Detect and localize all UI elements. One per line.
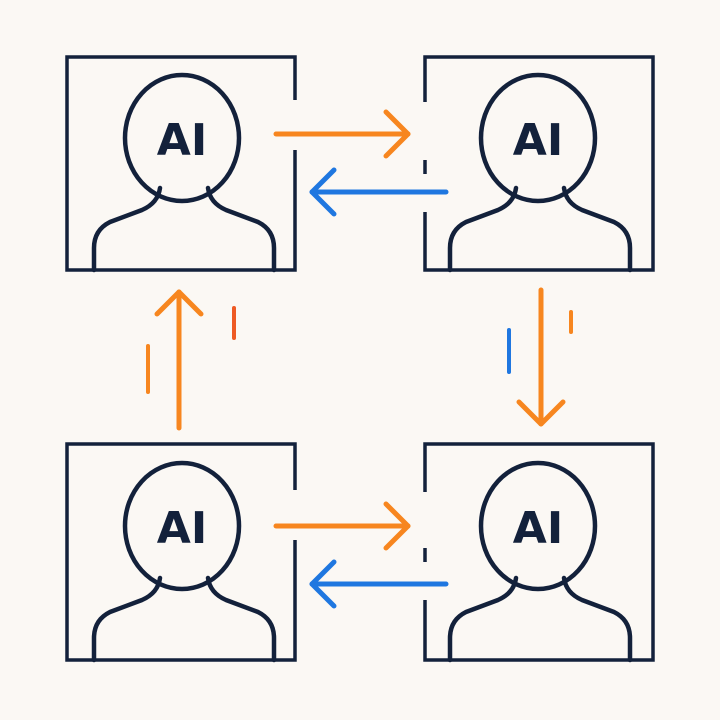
arrow-left-icon (309, 167, 449, 217)
agent-label: AI (513, 115, 563, 166)
arrow-down-icon (516, 287, 566, 427)
agent-frame (65, 442, 297, 662)
arrow-right-icon (273, 109, 411, 159)
agent-label: AI (157, 503, 207, 554)
arrow-up-icon (154, 289, 204, 431)
agent-frame (423, 55, 655, 272)
arrow-right-icon (273, 501, 411, 551)
person-silhouette-icon (91, 72, 277, 273)
arrow-left-icon (309, 559, 449, 609)
agent-frame (65, 55, 297, 272)
agent-bottom-left: AI (65, 442, 297, 663)
agent-bottom-right: AI (423, 442, 655, 663)
agent-label: AI (157, 115, 207, 166)
agent-frame (423, 442, 655, 662)
agent-top-left: AI (65, 55, 297, 273)
agent-label: AI (513, 503, 563, 554)
agent-top-right: AI (423, 55, 655, 273)
person-silhouette-icon (447, 460, 633, 663)
person-silhouette-icon (447, 72, 633, 273)
person-silhouette-icon (91, 460, 277, 663)
